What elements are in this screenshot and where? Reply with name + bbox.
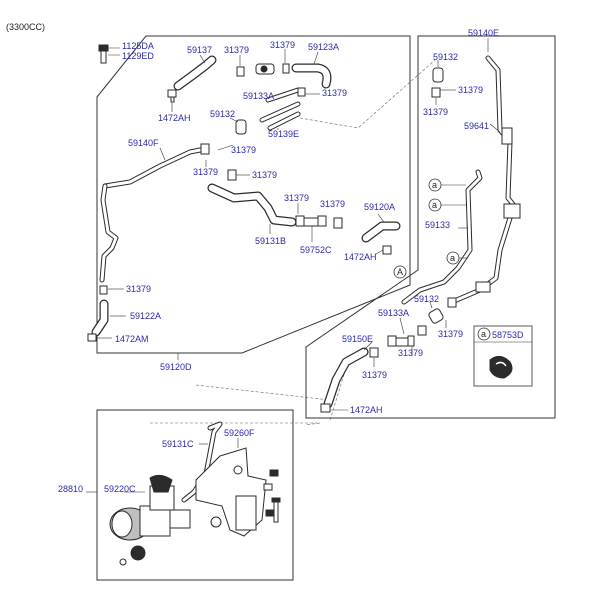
label-31379-c: 31379: [322, 88, 347, 98]
label-1125da: 1125DA: [122, 41, 154, 51]
clamp-icon: [431, 87, 441, 98]
label-59133-r: 59133: [425, 220, 450, 230]
label-59139e: 59139E: [268, 129, 299, 139]
right-assembly-frame: [305, 35, 556, 419]
connector-59752c: [295, 215, 343, 229]
clamp-icon: [369, 347, 379, 358]
label-59133a-top: 59133A: [243, 91, 274, 101]
label-1472ah-br: 1472AH: [350, 405, 383, 415]
label-59220c: 59220C: [104, 484, 136, 494]
label-59123a: 59123A: [308, 42, 339, 52]
label-59150e: 59150E: [342, 334, 373, 344]
label-59752c: 59752C: [300, 245, 332, 255]
label-59140e: 59140E: [468, 28, 499, 38]
bracket-59260f: [195, 447, 267, 537]
label-31379-r4: 31379: [398, 348, 423, 358]
bolt-leader: [108, 47, 120, 56]
bracket-59641: [501, 127, 513, 145]
callout-a-1: a: [432, 180, 437, 190]
vacuum-pump-59220c: [109, 474, 191, 566]
label-1472ah-top: 1472AH: [158, 113, 191, 123]
engine-variant-label: (3300CC): [6, 22, 45, 32]
label-59131c: 59131C: [162, 439, 194, 449]
label-31379-r5: 31379: [362, 370, 387, 380]
callout-circle-inset: [477, 327, 491, 341]
bolt-icon: [263, 469, 281, 523]
label-58753d: 58753D: [492, 330, 524, 340]
label-59140f: 59140F: [128, 138, 159, 148]
label-59132-r2: 59132: [414, 294, 439, 304]
connector-dash-mid: [195, 384, 331, 401]
section-marker-a: A: [397, 267, 403, 277]
clip-58753d-icon: [489, 356, 513, 379]
hose-59132-top: [235, 119, 247, 135]
label-31379-left: 31379: [126, 284, 151, 294]
connector-dash-low: [150, 422, 321, 426]
label-59120d: 59120D: [160, 362, 192, 372]
label-31379-r2: 31379: [423, 107, 448, 117]
callout-a-3: a: [450, 253, 455, 263]
clip-icon: [320, 403, 331, 413]
label-31379-d: 31379: [231, 145, 256, 155]
label-59132-top: 59132: [210, 109, 235, 119]
label-1129ed: 1129ED: [122, 51, 154, 61]
hose-59132-right: [432, 67, 444, 83]
label-59133a-r: 59133A: [378, 308, 409, 318]
callout-a-group: a a a: [428, 178, 468, 265]
bolt-icon: [98, 44, 109, 64]
clamp-icon: [99, 285, 108, 295]
label-31379-a: 31379: [224, 45, 249, 55]
label-31379-r1: 31379: [458, 85, 483, 95]
label-59122a: 59122A: [130, 311, 161, 321]
label-59137: 59137: [187, 45, 212, 55]
hose-59132-lower: [428, 308, 444, 324]
clamp-icon: [417, 297, 457, 336]
label-28810: 28810: [58, 484, 83, 494]
label-1472am: 1472AM: [115, 334, 149, 344]
connector-59133a-right: [387, 335, 415, 347]
label-31379-h: 31379: [320, 199, 345, 209]
label-59131b: 59131B: [255, 236, 286, 246]
label-31379-g: 31379: [284, 193, 309, 203]
label-31379-e: 31379: [193, 167, 218, 177]
label-59120a: 59120A: [364, 202, 395, 212]
label-31379-b: 31379: [270, 40, 295, 50]
clip-icon: [87, 333, 97, 342]
clamp-icon: [236, 63, 290, 77]
label-1472ah-mid: 1472AH: [344, 252, 377, 262]
pump-assembly-frame: [96, 409, 294, 581]
callout-a-2: a: [432, 200, 437, 210]
label-59132-r: 59132: [433, 52, 458, 62]
left-assembly-frame: [96, 35, 411, 354]
clip-icon: [167, 89, 177, 103]
callout-a-inset: a: [481, 329, 486, 339]
label-31379-f: 31379: [252, 170, 277, 180]
check-valve-icon: [255, 63, 275, 75]
tee-joint: [475, 203, 521, 293]
clamp-icon: [297, 87, 306, 97]
label-31379-r3: 31379: [438, 329, 463, 339]
section-marker-circle: [393, 265, 407, 279]
connector-dash-top: [299, 59, 436, 129]
label-59260f: 59260F: [224, 428, 255, 438]
clip-icon: [382, 245, 392, 255]
label-59641: 59641: [464, 121, 489, 131]
